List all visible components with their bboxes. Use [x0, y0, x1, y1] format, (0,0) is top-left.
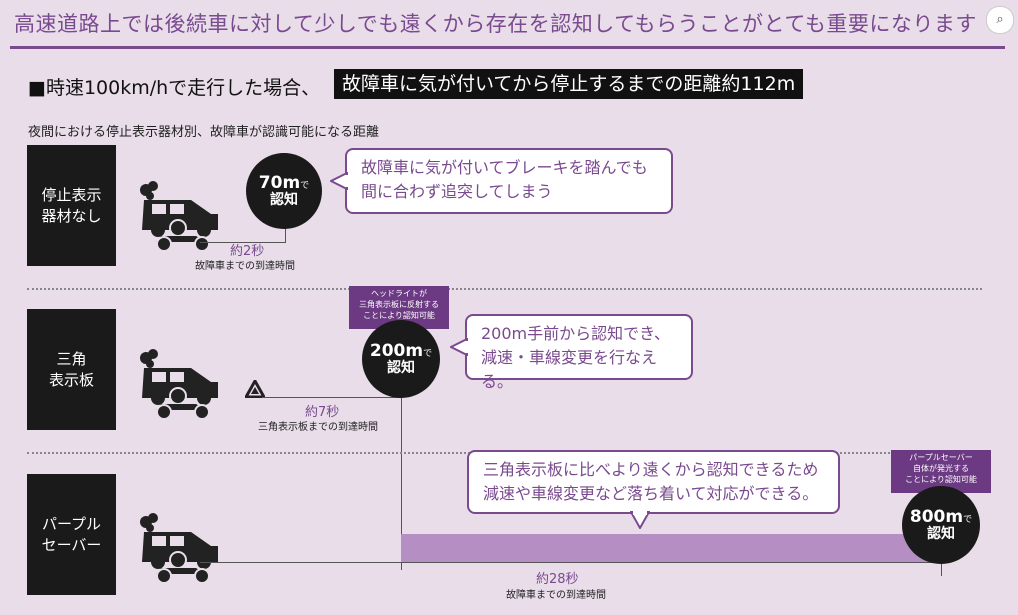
callout-bubble: 200m手前から認知でき、 減速・車線変更を行なえる。 [465, 314, 693, 391]
row-label-triangle: 三角 表示板 [27, 309, 116, 430]
recognition-distance-bar [401, 534, 941, 562]
timeline-line [200, 242, 285, 243]
row-label-purple-saver: パープル セーバー [27, 474, 116, 595]
warning-triangle-icon [245, 380, 265, 398]
row-label-no-device: 停止表示 器材なし [27, 145, 116, 266]
time-caption: 三角表示板までの到達時間 [258, 422, 378, 433]
section-heading-highlight: 故障車に気が付いてから停止するまでの距離約112m [334, 69, 804, 99]
callout-bubble: 故障車に気が付いてブレーキを踏んでも 間に合わず追突してしまう [345, 148, 673, 214]
bubble-pointer [450, 338, 468, 356]
zoom-icon[interactable]: ⌕ [986, 6, 1014, 34]
time-value: 約2秒 [230, 244, 265, 259]
distance-badge-800m: 800mで 認知 [902, 486, 980, 564]
callout-bubble: 三角表示板に比べより遠くから認知できるため 減速や車線変更など落ち着いて対応がで… [467, 450, 840, 514]
page-title: 高速道路上では後続車に対して少しでも遠くから存在を認知してもらうことがとても重要… [14, 12, 977, 36]
distance-badge-70m: 70mで 認知 [246, 153, 322, 229]
timeline-line [200, 562, 941, 563]
distance-badge-200m: 200mで 認知 [362, 320, 440, 398]
title-underline [10, 46, 1005, 49]
time-value: 約28秒 [536, 572, 579, 587]
row-divider [27, 288, 982, 290]
time-caption: 故障車までの到達時間 [506, 590, 606, 601]
section-heading: ■時速100km/hで走行した場合、 [28, 77, 321, 99]
chart-caption: 夜間における停止表示器材別、故障車が認識可能になる距離 [28, 125, 380, 140]
time-value: 約7秒 [305, 405, 340, 420]
car-motorcycle-icon [140, 513, 218, 584]
emission-note-tag: パープルセーバー 自体が発光する ことにより認知可能 [891, 450, 991, 493]
time-caption: 故障車までの到達時間 [195, 261, 295, 272]
bubble-pointer [630, 511, 650, 529]
car-motorcycle-icon [140, 181, 218, 252]
timeline-line [262, 397, 401, 398]
bubble-pointer [330, 172, 348, 190]
recognition-marker-line [401, 370, 402, 570]
car-motorcycle-icon [140, 349, 218, 420]
